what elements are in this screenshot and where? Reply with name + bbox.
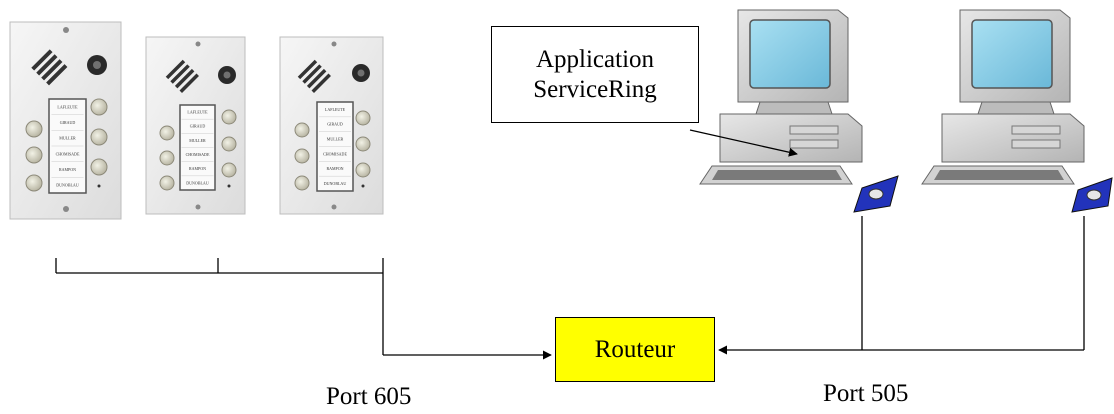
router-label: Routeur xyxy=(594,335,676,363)
name-label-text: RAMPON xyxy=(59,167,76,172)
call-button[interactable] xyxy=(159,150,175,166)
application-line-2: ServiceRing xyxy=(533,75,657,103)
name-label-text: RAMPON xyxy=(189,166,206,171)
monitor-screen xyxy=(749,19,831,89)
application-label-box: Application ServiceRing xyxy=(491,26,699,123)
call-button[interactable] xyxy=(355,162,371,178)
name-label-text: MULLER xyxy=(59,136,76,141)
call-button[interactable] xyxy=(221,109,237,125)
call-button[interactable] xyxy=(159,125,175,141)
name-label-text: RAMPON xyxy=(326,166,343,171)
computer-1 xyxy=(699,9,899,213)
call-button[interactable] xyxy=(25,120,43,138)
call-button[interactable] xyxy=(294,148,310,164)
call-button[interactable] xyxy=(25,146,43,164)
name-labels: LAFLEUTE GIRAUD MULLER CHOMISADE RAMPON DUNOB… xyxy=(51,104,351,188)
call-button[interactable] xyxy=(25,174,43,192)
name-label-text: GIRAUD xyxy=(60,120,76,125)
port-605-label: Port 605 xyxy=(326,383,412,410)
name-label-text: CHOMISADE xyxy=(56,151,80,156)
call-button[interactable] xyxy=(90,158,108,176)
name-label-text: GIRAUD xyxy=(190,124,206,129)
pointer-arrow xyxy=(689,129,798,157)
name-label-text: DUNOBLAU xyxy=(324,181,347,186)
mouse-icon xyxy=(868,188,884,200)
monitor-screen xyxy=(971,19,1053,89)
name-label-text: MULLER xyxy=(189,138,206,143)
speaker-grille-icon xyxy=(31,49,68,86)
call-button[interactable] xyxy=(90,128,108,146)
call-button[interactable] xyxy=(355,110,371,126)
call-button[interactable] xyxy=(294,175,310,191)
computer-2 xyxy=(921,9,1113,213)
router-box: Routeur xyxy=(555,317,715,382)
name-label-text: CHOMISADE xyxy=(323,151,347,156)
connection-lines xyxy=(55,129,1085,360)
name-label-text: DUNOBLAU xyxy=(56,183,79,188)
mouse-icon xyxy=(1086,189,1102,201)
name-label-text: LAFLEUTE xyxy=(325,107,346,112)
name-label-text: MULLER xyxy=(327,137,344,142)
name-label-text: LAFLEUTE xyxy=(187,110,208,115)
speaker-grille-icon xyxy=(297,59,331,93)
application-line-1: Application xyxy=(535,45,655,73)
port-505-label: Port 505 xyxy=(823,380,909,407)
name-label-text: LAFLEUTE xyxy=(57,104,78,109)
name-label-text: CHOMISADE xyxy=(186,152,210,157)
call-button[interactable] xyxy=(90,98,108,116)
call-button[interactable] xyxy=(294,122,310,138)
call-button[interactable] xyxy=(159,175,175,191)
name-label-text: GIRAUD xyxy=(327,122,343,127)
call-button[interactable] xyxy=(355,136,371,152)
name-label-text: DUNOBLAU xyxy=(186,180,209,185)
speaker-grille-icon xyxy=(165,59,199,93)
call-button[interactable] xyxy=(221,136,237,152)
call-button[interactable] xyxy=(221,162,237,178)
